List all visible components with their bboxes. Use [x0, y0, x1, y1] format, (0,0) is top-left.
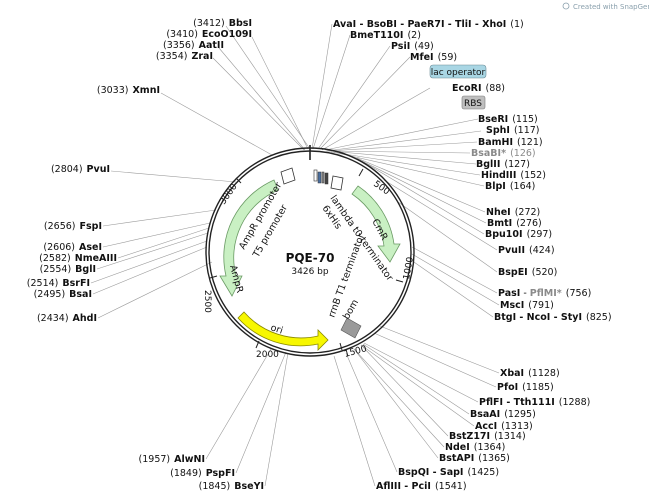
site-bgli: (2554)BglI [40, 264, 96, 275]
site-ecoo109i: (3410)EcoO109I [166, 29, 252, 40]
site-pasi: PasI - PflMI*(756) [498, 288, 591, 299]
site-bsrfi: (2514)BsrFI [27, 278, 90, 289]
site-bbsi: (3412)BbsI [193, 18, 252, 29]
site-bglii: BglII(127) [476, 159, 530, 170]
site-bstapi: BstAPI(1365) [439, 453, 510, 464]
site-nhei: NheI(272) [486, 207, 540, 218]
rbs-tag: RBS [461, 95, 486, 110]
rbs-mark [321, 171, 325, 184]
site-pfoi: PfoI(1185) [497, 382, 554, 393]
position-ticks [209, 168, 404, 351]
site-xmni: (3033)XmnI [97, 85, 160, 96]
ampr-promoter-arrow [280, 167, 296, 185]
site-bspei: BspEI(520) [498, 267, 557, 278]
ori-feature-arrow [237, 311, 329, 351]
site-zrai: (3354)ZraI [156, 51, 213, 62]
tick-1000: 1000 [402, 256, 416, 281]
site-asei: (2606)AseI [43, 242, 102, 253]
site-leader-lines [90, 23, 500, 487]
site-avai: AvaI - BsoBI - PaeR7I - TliI - XhoI(1) [333, 19, 524, 30]
site-xbai: XbaI(1128) [500, 368, 560, 379]
ori-label: ori [269, 322, 284, 336]
site-bstz17i: BstZ17I(1314) [449, 431, 526, 442]
site-bseyi: (1845)BseYI [199, 481, 264, 492]
site-pvuii: PvuII(424) [498, 245, 555, 256]
lac-operator-label: lac operator [431, 68, 486, 78]
site-hindiii: HindIII(152) [481, 170, 546, 181]
site-bseri: BseRI(115) [478, 114, 538, 125]
tick-3000: 3000 [218, 182, 239, 207]
snapgene-logo-icon [562, 2, 570, 10]
tick-500: 500 [371, 179, 391, 197]
right-site-labels: AvaI - BsoBI - PaeR7I - TliI - XhoI(1) B… [333, 19, 612, 492]
site-pspfi: (1849)PspFI [170, 468, 235, 479]
plasmid-backbone [205, 145, 415, 357]
site-bsaai: BsaAI(1295) [470, 409, 536, 420]
lambda-t0-box [330, 175, 344, 191]
site-pflfi: PflFI - Tth111I(1288) [479, 397, 590, 408]
tick-2000: 2000 [256, 350, 279, 360]
cmr-feature-arrow [351, 185, 401, 263]
plasmid-name: PQE-70 [286, 251, 335, 265]
site-bmti: BmtI(276) [487, 218, 542, 229]
sixhis-mark [324, 172, 329, 185]
rbs-label: RBS [464, 99, 482, 109]
plasmid-length: 3426 bp [291, 267, 328, 277]
site-btgi: BtgI - NcoI - StyI(825) [494, 312, 612, 323]
site-sphi: SphI(117) [486, 125, 540, 136]
site-nmeaiii: (2582)NmeAIII [39, 253, 117, 264]
t5-promoter-box [313, 169, 318, 182]
site-ecori: EcoRI(88) [452, 83, 505, 94]
site-bpu10i: Bpu10I(297) [485, 229, 552, 240]
lac-operator-tag: lac operator [429, 64, 487, 79]
bom-label: bom [341, 298, 361, 322]
top-small-features [280, 167, 344, 191]
site-bsabi: BsaBI*(126) [471, 148, 536, 159]
site-mfei: MfeI(59) [410, 52, 457, 63]
site-blpi: BlpI(164) [485, 181, 535, 192]
lac-operator-mark [317, 171, 322, 184]
tick-2500: 2500 [202, 290, 212, 313]
site-bspqi: BspQI - SapI(1425) [398, 467, 499, 478]
site-pvui: (2804)PvuI [51, 164, 110, 175]
site-fspi: (2656)FspI [44, 221, 102, 232]
site-afliii: AflIII - PciI(1541) [376, 481, 467, 492]
site-acci: AccI(1313) [475, 421, 533, 432]
site-ndei: NdeI(1364) [445, 442, 505, 453]
site-ahdi: (2434)AhdI [37, 313, 97, 324]
snapgene-credit: Created with SnapGene® [562, 2, 649, 11]
site-msci: MscI(791) [500, 300, 554, 311]
left-site-labels: (3412)BbsI (3410)EcoO109I (3356)AatII (3… [27, 18, 264, 492]
ampr-feature-arrow [219, 179, 279, 297]
site-alwni: (1957)AlwNI [139, 454, 205, 465]
site-psii: PsiI(49) [391, 41, 434, 52]
site-bsai: (2495)BsaI [34, 289, 92, 300]
credit-text: Created with SnapGene® [573, 3, 649, 11]
site-bmet110i: BmeT110I(2) [350, 30, 421, 41]
bom-feature-box [340, 317, 362, 339]
site-aatii: (3356)AatII [163, 40, 224, 51]
site-bamhi: BamHI(121) [478, 137, 543, 148]
